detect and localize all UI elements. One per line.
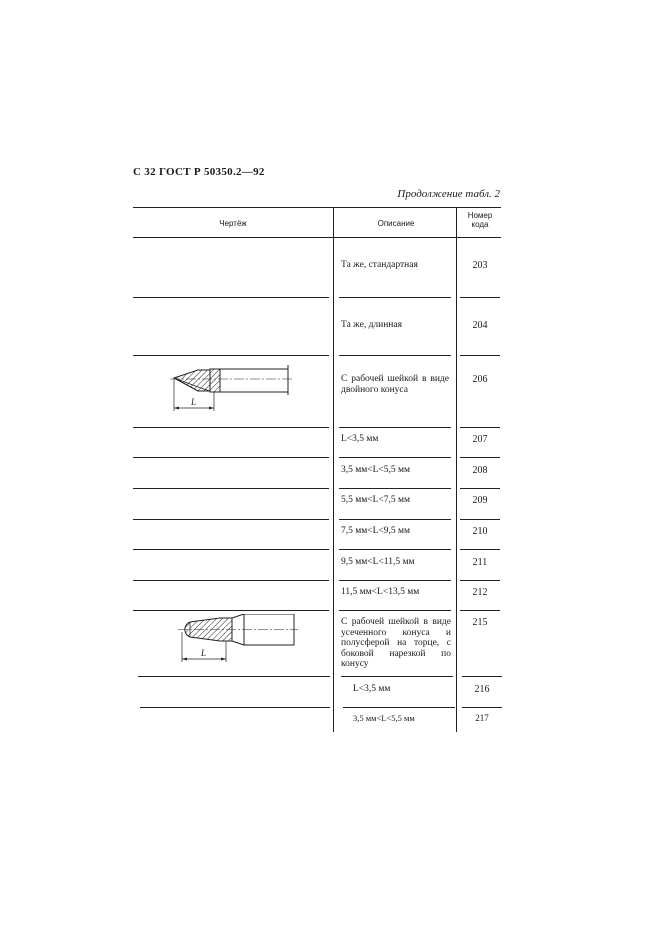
table-row-description: 3,5 мм<L<5,5 мм — [341, 465, 411, 475]
row-rule — [138, 676, 330, 677]
table-row-description: Та же, длинная — [341, 320, 402, 330]
row-rule — [339, 427, 451, 428]
column-header-description: Описание — [377, 219, 415, 228]
row-rule — [460, 519, 500, 520]
column-header-code: Номер кода — [458, 211, 502, 229]
row-rule — [462, 676, 502, 677]
table-row-code: 207 — [472, 434, 488, 445]
table-row-description: L<3,5 мм — [341, 434, 379, 444]
row-rule — [133, 355, 329, 356]
table-row-description: 9,5 мм<L<11,5 мм — [341, 557, 415, 567]
table-row-code: 204 — [472, 320, 488, 331]
table-row-description: 5,5 мм<L<7,5 мм — [341, 495, 411, 505]
table-row-description: Та же, стандартная — [341, 260, 418, 270]
row-rule — [339, 355, 451, 356]
column-divider — [333, 207, 334, 732]
row-rule — [460, 427, 500, 428]
double-cone-tip-drawing: L — [170, 365, 292, 411]
header-bottom-rule — [133, 237, 501, 238]
row-rule — [339, 610, 451, 611]
table-row-code: 210 — [472, 526, 488, 537]
table-row-description: 11,5 мм<L<13,5 мм — [341, 587, 420, 597]
column-header-code-line2: кода — [471, 220, 489, 229]
table-row-description: 3,5 мм<L<5,5 мм — [353, 713, 415, 723]
row-rule — [460, 580, 500, 581]
row-rule — [460, 488, 500, 489]
table-row-code: 216 — [474, 684, 490, 695]
row-rule — [339, 457, 451, 458]
row-rule — [133, 549, 329, 550]
row-rule — [339, 519, 451, 520]
row-rule — [133, 580, 329, 581]
row-rule — [133, 610, 329, 611]
row-rule — [462, 707, 502, 708]
row-rule — [133, 427, 329, 428]
table-row-description: С рабочей шейкой в виде усеченного конус… — [341, 617, 451, 669]
table-continuation-label: Продолжение табл. 2 — [397, 188, 500, 200]
row-rule — [343, 707, 455, 708]
table-row-code: 206 — [472, 374, 488, 385]
table-top-rule — [133, 207, 501, 208]
row-rule — [133, 488, 329, 489]
dimension-label-L: L — [200, 648, 206, 658]
row-rule — [460, 297, 500, 298]
table-row-code: 217 — [475, 713, 489, 723]
row-rule — [339, 297, 451, 298]
row-rule — [339, 549, 451, 550]
table-row-description: С рабочей шейкой в виде двойного конуса — [341, 374, 449, 395]
truncated-cone-hemisphere-tip-drawing: L — [178, 614, 298, 662]
row-rule — [341, 676, 453, 677]
table-row-description: L<3,5 мм — [353, 684, 391, 694]
row-rule — [339, 580, 451, 581]
row-rule — [133, 297, 329, 298]
table-row-code: 212 — [472, 587, 488, 598]
row-rule — [460, 549, 500, 550]
column-header-drawing: Чертёж — [219, 219, 247, 228]
table-row-code: 203 — [472, 260, 488, 271]
table-row-code: 215 — [472, 617, 488, 628]
table-row-code: 209 — [472, 495, 488, 506]
column-divider — [456, 207, 457, 732]
column-header-code-line1: Номер — [467, 211, 493, 220]
table-row-code: 211 — [472, 557, 488, 568]
row-rule — [133, 519, 329, 520]
row-rule — [460, 355, 500, 356]
row-rule — [460, 610, 500, 611]
row-rule — [339, 488, 451, 489]
page-header: С 32 ГОСТ Р 50350.2—92 — [133, 166, 265, 178]
row-rule — [140, 707, 330, 708]
row-rule — [460, 457, 500, 458]
table-row-description: 7,5 мм<L<9,5 мм — [341, 526, 411, 536]
dimension-label-L: L — [190, 397, 196, 407]
table-row-code: 208 — [472, 465, 488, 476]
row-rule — [133, 457, 329, 458]
